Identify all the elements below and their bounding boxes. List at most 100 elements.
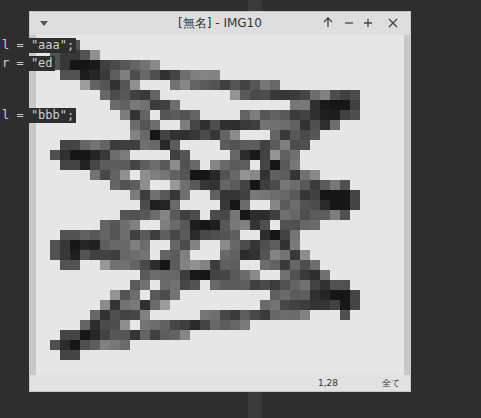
pixel — [310, 200, 320, 210]
pixel — [300, 120, 310, 130]
pixel — [320, 100, 330, 110]
pixel — [320, 210, 330, 220]
pixel — [310, 220, 320, 230]
pixel — [120, 100, 130, 110]
pixel — [270, 110, 280, 120]
pixel — [310, 300, 320, 310]
pixel — [190, 130, 200, 140]
pixel — [210, 220, 220, 230]
pixel — [190, 260, 200, 270]
pixel — [300, 190, 310, 200]
pixel — [110, 90, 120, 100]
pixel — [140, 120, 150, 130]
pixel — [140, 200, 150, 210]
pixel — [150, 160, 160, 170]
pixel — [250, 150, 260, 160]
menu-triangle-icon — [40, 21, 48, 26]
pixel — [170, 290, 180, 300]
pixel — [240, 270, 250, 280]
pixel — [320, 200, 330, 210]
pixel — [270, 300, 280, 310]
pixel — [280, 220, 290, 230]
pixel — [170, 270, 180, 280]
pixel — [290, 130, 300, 140]
pixel — [120, 220, 130, 230]
pixel — [80, 320, 90, 330]
pixel — [270, 80, 280, 90]
pixel — [330, 110, 340, 120]
pixel — [80, 230, 90, 240]
pixel — [240, 140, 250, 150]
pixel — [170, 220, 180, 230]
pixel — [190, 220, 200, 230]
pixel — [140, 310, 150, 320]
pixel — [220, 80, 230, 90]
pixel — [130, 80, 140, 90]
pixel — [210, 190, 220, 200]
pixel — [130, 250, 140, 260]
pixel — [340, 210, 350, 220]
pixel — [140, 100, 150, 110]
pixel — [110, 250, 120, 260]
pixel — [340, 190, 350, 200]
pixel — [170, 280, 180, 290]
pixel — [120, 170, 130, 180]
pixel — [310, 190, 320, 200]
pixel — [210, 70, 220, 80]
pixel — [240, 90, 250, 100]
pixel — [150, 330, 160, 340]
pixel — [290, 110, 300, 120]
pixel — [130, 230, 140, 240]
pixel — [310, 260, 320, 270]
pixel — [180, 130, 190, 140]
pixel — [210, 320, 220, 330]
pixel — [60, 340, 70, 350]
pixel — [90, 250, 100, 260]
pixel — [110, 180, 120, 190]
pixel — [350, 90, 360, 100]
pixel — [170, 200, 180, 210]
pixel — [230, 160, 240, 170]
pixel — [280, 250, 290, 260]
pixel — [320, 280, 330, 290]
pixel — [300, 260, 310, 270]
pixel — [60, 240, 70, 250]
pixel — [240, 320, 250, 330]
pixel — [120, 340, 130, 350]
pixel — [200, 180, 210, 190]
pixel — [230, 240, 240, 250]
pixel — [290, 250, 300, 260]
pixel — [230, 180, 240, 190]
pixel — [140, 170, 150, 180]
window-title-bar — [30, 12, 410, 35]
pixel — [280, 240, 290, 250]
pixel — [200, 260, 210, 270]
pixel — [230, 210, 240, 220]
pixel — [140, 110, 150, 120]
pixel — [200, 70, 210, 80]
pixel — [110, 320, 120, 330]
pixel — [160, 330, 170, 340]
pixel — [280, 140, 290, 150]
pixel — [330, 180, 340, 190]
pixel — [250, 170, 260, 180]
pixel — [210, 280, 220, 290]
pixel — [90, 340, 100, 350]
view-range: 全て — [382, 378, 400, 389]
pixel — [250, 220, 260, 230]
pixel — [250, 270, 260, 280]
pixel — [230, 230, 240, 240]
pixel — [190, 80, 200, 90]
pixel — [150, 300, 160, 310]
pixel — [330, 120, 340, 130]
pixel — [80, 160, 90, 170]
pixel — [330, 200, 340, 210]
pixel — [100, 160, 110, 170]
pixel — [350, 290, 360, 300]
window-frame — [29, 11, 411, 392]
pixel — [280, 160, 290, 170]
pixel — [210, 170, 220, 180]
pixel — [210, 270, 220, 280]
pixel — [340, 310, 350, 320]
code-line: l = "aaa"; — [0, 38, 76, 53]
